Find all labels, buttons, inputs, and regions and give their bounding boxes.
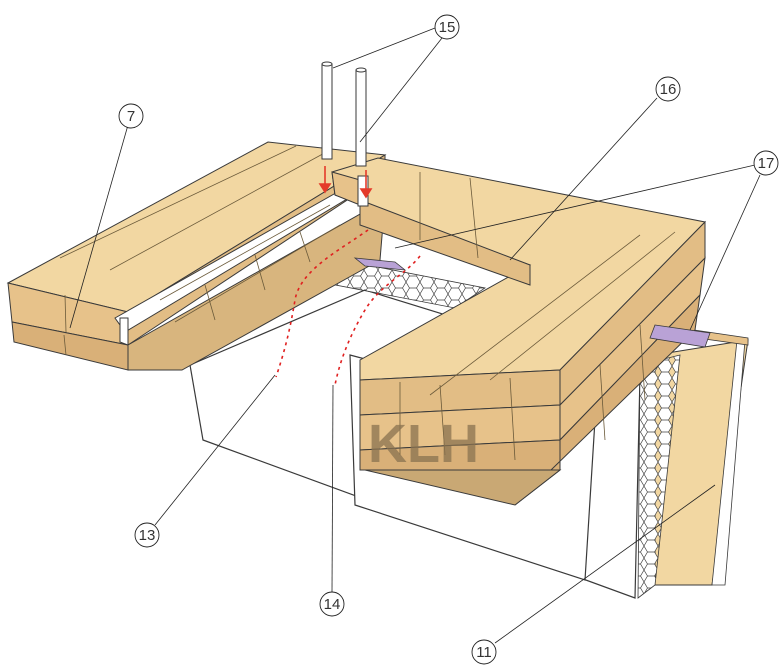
callout-7: 7 bbox=[118, 103, 144, 129]
right-wall-panel bbox=[637, 321, 749, 599]
callout-17: 17 bbox=[753, 150, 779, 176]
svg-text:11: 11 bbox=[476, 644, 492, 661]
dashed-lines bbox=[275, 229, 421, 386]
arrows bbox=[318, 166, 373, 199]
klh-logo: KLH bbox=[368, 414, 479, 474]
svg-text:7: 7 bbox=[127, 108, 135, 125]
callout-14: 14 bbox=[319, 591, 345, 617]
callout-11: 11 bbox=[471, 639, 497, 665]
leader-lines bbox=[69, 27, 761, 644]
membrane-right bbox=[649, 324, 711, 348]
callout-13: 13 bbox=[134, 522, 160, 548]
callout-16: 16 bbox=[655, 76, 681, 102]
svg-text:16: 16 bbox=[660, 81, 677, 98]
svg-text:17: 17 bbox=[758, 155, 775, 172]
svg-text:14: 14 bbox=[324, 596, 341, 613]
svg-text:13: 13 bbox=[139, 527, 156, 544]
membrane-left bbox=[353, 257, 407, 271]
callout-15: 15 bbox=[434, 14, 460, 40]
svg-text:15: 15 bbox=[439, 19, 456, 36]
right-floor-slab bbox=[331, 157, 707, 506]
